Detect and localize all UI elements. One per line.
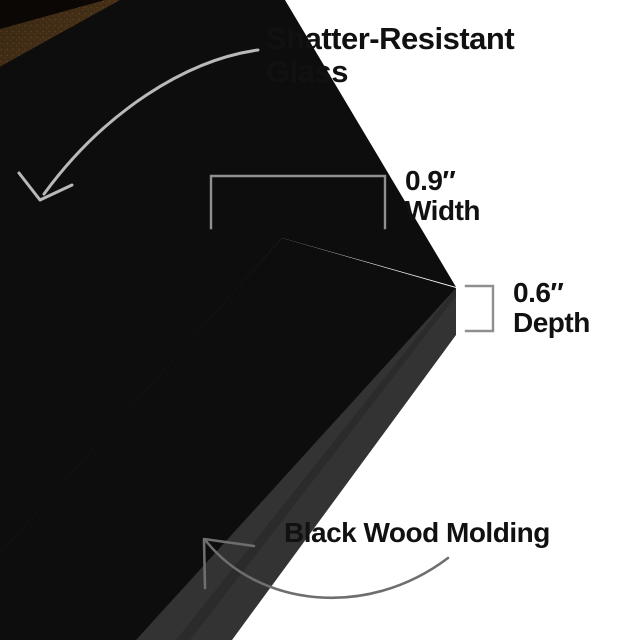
width-bracket — [209, 174, 387, 230]
molding-callout-arrow — [202, 537, 450, 600]
callout-label-depth: 0.6″ Depth — [513, 277, 590, 339]
frame-face-upper — [0, 0, 456, 554]
callout-label-black-wood-molding: Black Wood Molding — [284, 517, 550, 548]
glass-callout-arrow — [17, 48, 260, 202]
frame-face — [0, 238, 456, 640]
depth-bracket — [464, 284, 495, 333]
callout-label-shatter-resistant-glass: Shatter-Resistant Glass — [266, 21, 515, 90]
callout-label-width: 0.9″ Width — [405, 165, 481, 227]
